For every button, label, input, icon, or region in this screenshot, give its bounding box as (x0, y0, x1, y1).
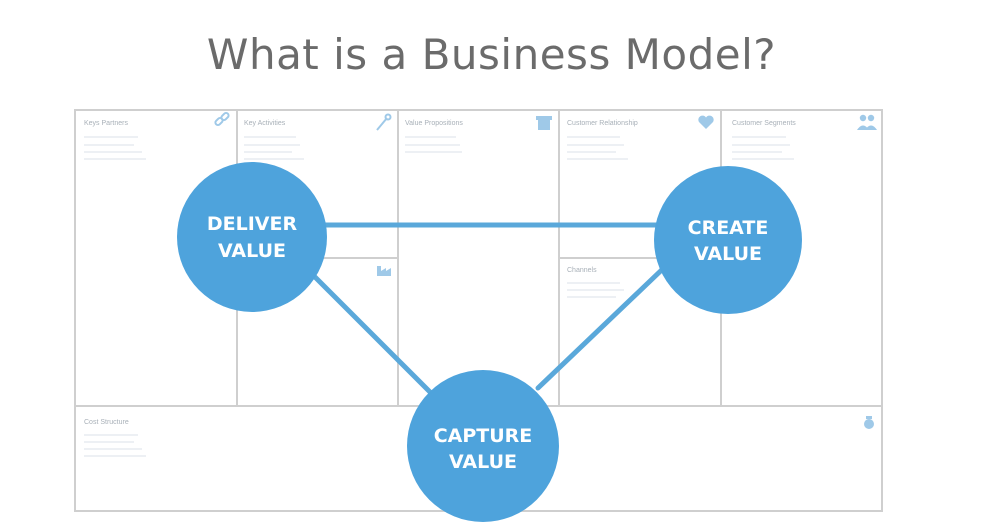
capture-value-node: CAPTURE VALUE (407, 370, 559, 522)
cell-label-customer-relationship: Customer Relationship (567, 120, 638, 127)
connector-deliver-capture (307, 269, 433, 395)
heart-icon (698, 115, 714, 129)
create-value-line-1: CREATE (688, 217, 769, 239)
capture-value-line-2: VALUE (449, 451, 517, 473)
create-value-line-2: VALUE (694, 243, 762, 265)
cell-label-key-activities: Key Activities (244, 120, 286, 127)
deliver-value-node: DELIVER VALUE (177, 162, 327, 312)
connector-create-capture (535, 259, 673, 391)
cell-label-customer-segments: Customer Segments (732, 120, 796, 127)
deliver-value-line-1: DELIVER (207, 213, 298, 235)
tool-icon (376, 113, 392, 131)
page-title: What is a Business Model? (206, 30, 777, 79)
link-icon (214, 111, 230, 127)
create-value-node: CREATE VALUE (654, 166, 802, 314)
money-bag-icon (864, 416, 874, 429)
cell-label-value-propositions: Value Propositions (405, 120, 463, 127)
gift-icon (536, 116, 552, 130)
factory-icon (377, 266, 391, 276)
cell-label-cost-structure: Cost Structure (84, 419, 129, 426)
deliver-value-line-2: VALUE (218, 240, 286, 262)
users-icon (857, 114, 877, 130)
cell-label-channels: Channels (567, 267, 597, 274)
capture-value-line-1: CAPTURE (434, 425, 533, 447)
cell-label-key-partners: Keys Partners (84, 120, 128, 127)
